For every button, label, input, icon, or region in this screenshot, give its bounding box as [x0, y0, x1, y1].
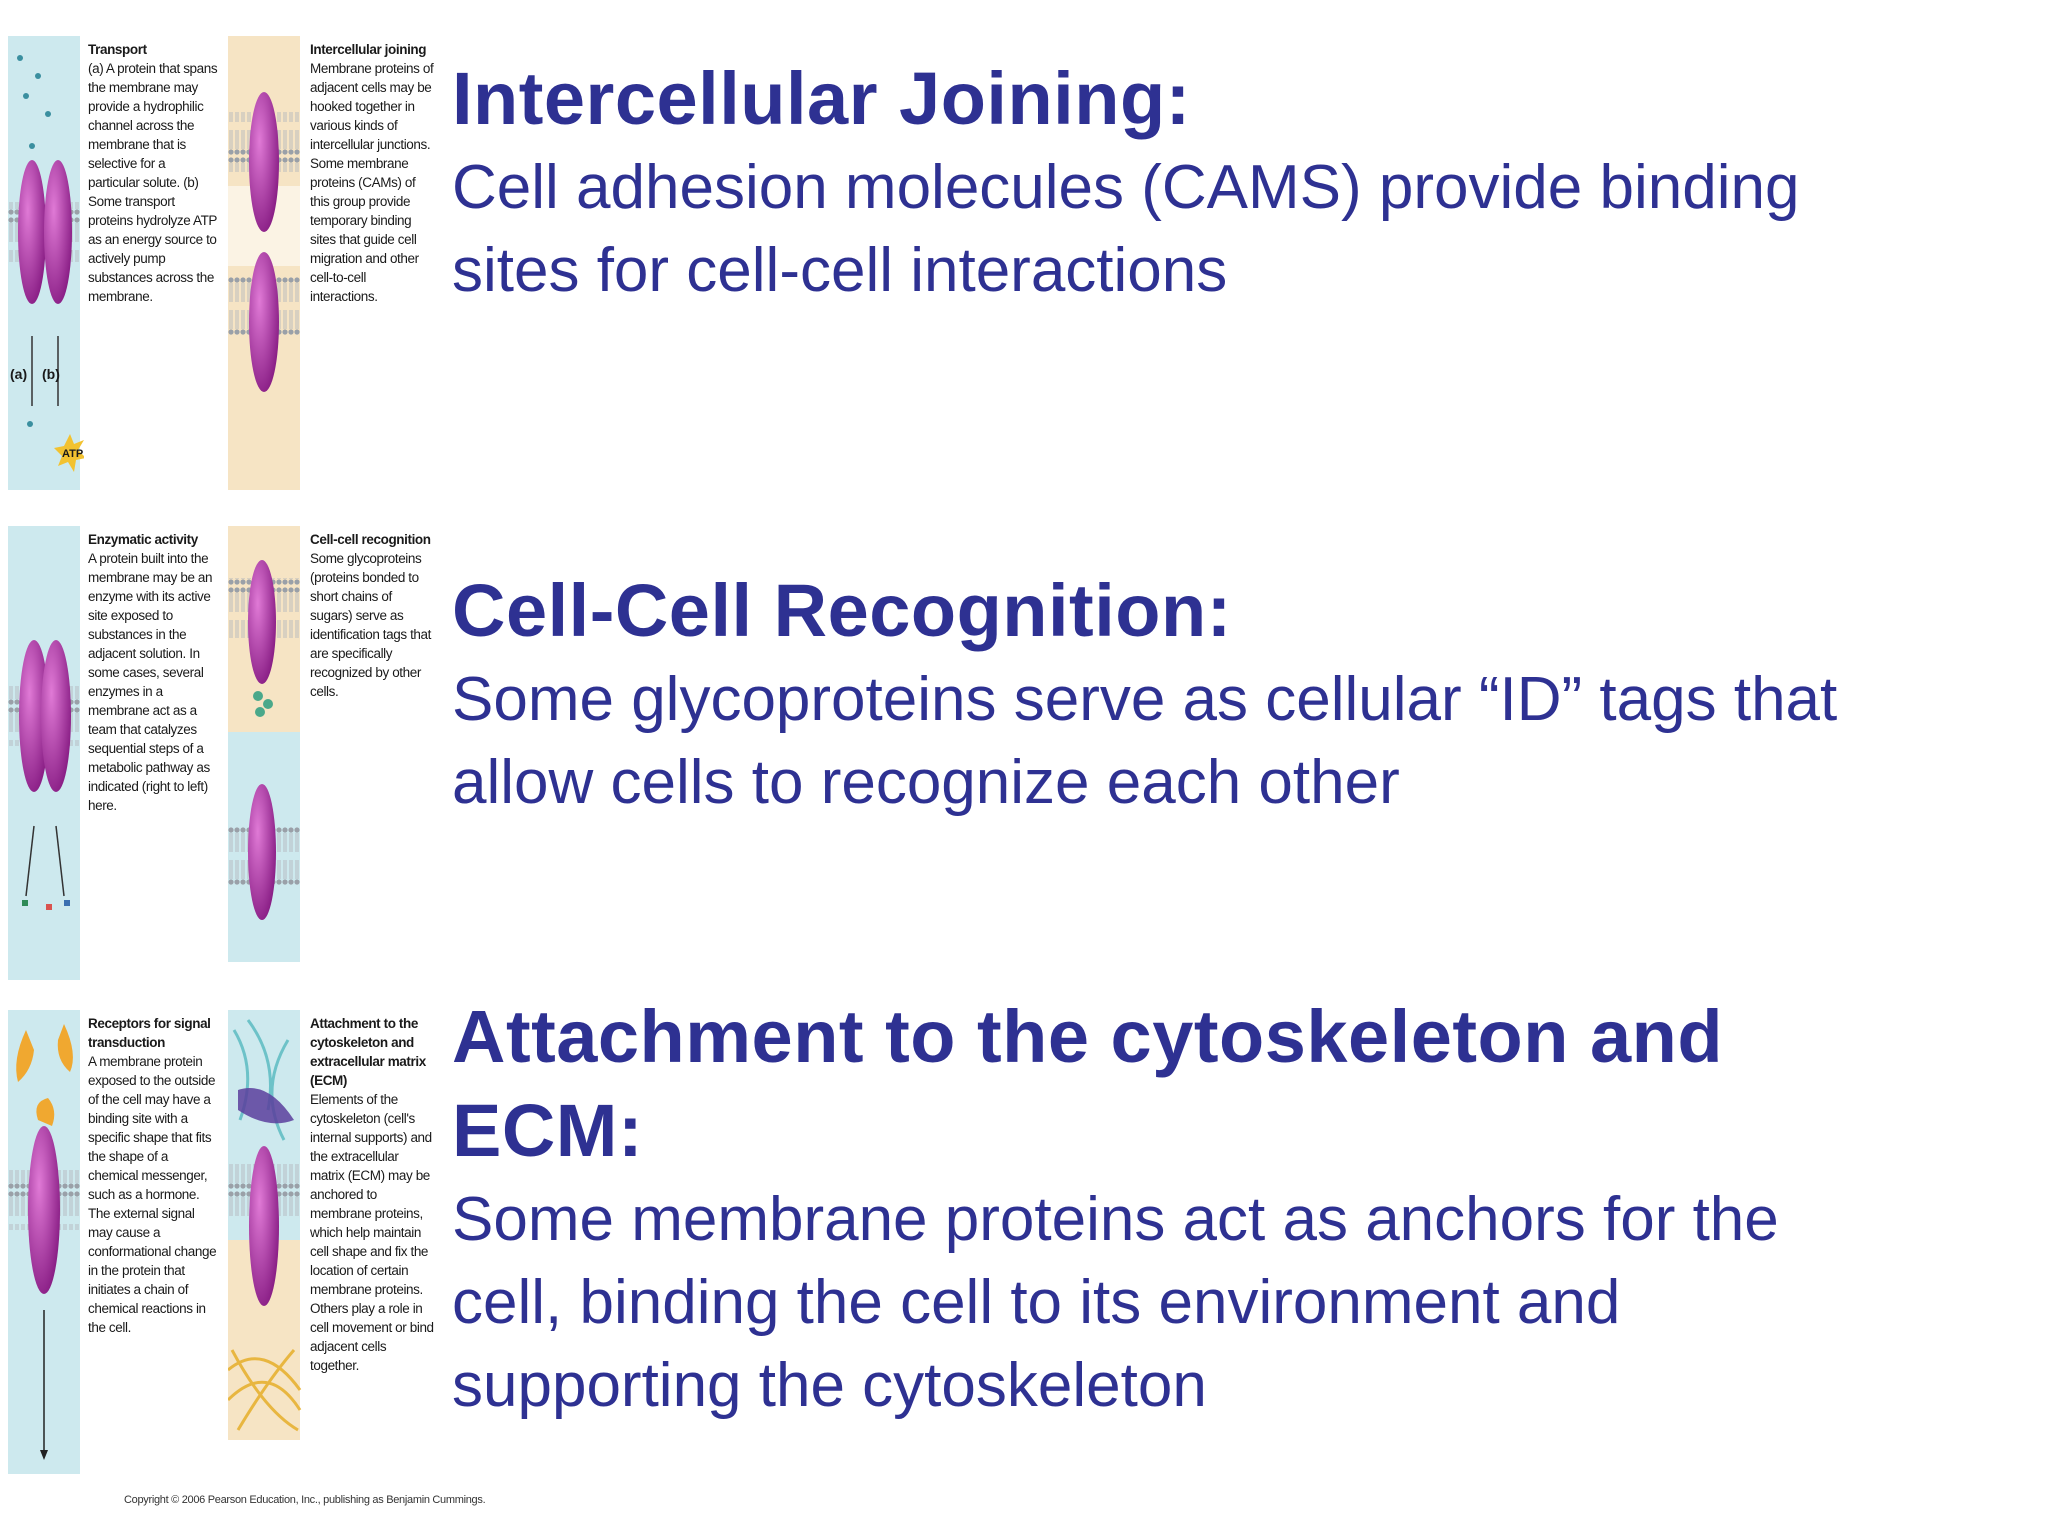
transport-caption: Transport (a) A protein that spans the m…	[88, 40, 220, 306]
figure-panel-enzymatic-activity: Enzymatic activity A protein built into …	[8, 526, 220, 980]
copyright-notice: Copyright © 2006 Pearson Education, Inc.…	[124, 1494, 486, 1506]
cell-cell-recognition-illustration	[228, 526, 300, 962]
label-b: (b)	[42, 366, 60, 382]
section-heading: Attachment to the cytoskeleton and	[452, 995, 1724, 1078]
cell-cell-recognition-title: Cell-cell recognition	[310, 532, 431, 547]
section-body-line: Some membrane proteins act as anchors fo…	[452, 1185, 1779, 1254]
intercellular-joining-caption: Intercellular joining Membrane proteins …	[310, 40, 434, 306]
transport-illustration	[8, 36, 84, 490]
section-body-line: supporting the cytoskeleton	[452, 1351, 1207, 1420]
section-cell-cell-recognition: Cell-Cell Recognition: Some glycoprotein…	[452, 564, 2032, 824]
intercellular-joining-text: Membrane proteins of adjacent cells may …	[310, 61, 434, 304]
section-attachment: Attachment to the cytoskeleton and ECM: …	[452, 990, 2032, 1427]
enzymatic-activity-text: A protein built into the membrane may be…	[88, 551, 213, 813]
receptors-caption: Receptors for signal transduction A memb…	[88, 1014, 220, 1337]
transport-title: Transport	[88, 42, 147, 57]
receptors-illustration	[8, 1010, 80, 1474]
section-body-line: cell, binding the cell to its environmen…	[452, 1268, 1621, 1337]
figure-panel-receptors: Receptors for signal transduction A memb…	[8, 1010, 220, 1474]
section-body-line: Some glycoproteins serve as cellular “ID…	[452, 665, 1838, 734]
attachment-illustration	[228, 1010, 302, 1440]
section-heading: ECM:	[452, 1089, 644, 1172]
atp-label: ATP	[62, 448, 84, 460]
receptors-title: Receptors for signal transduction	[88, 1016, 211, 1050]
cell-cell-recognition-caption: Cell-cell recognition Some glycoproteins…	[310, 530, 434, 701]
attachment-title: Attachment to the cytoskeleton and extra…	[310, 1016, 426, 1088]
figure-panel-transport: (a) (b) ATP Transport (a) A protein that…	[8, 36, 220, 490]
section-body-line: sites for cell-cell interactions	[452, 236, 1228, 305]
intercellular-joining-illustration	[228, 36, 300, 490]
section-body-line: Cell adhesion molecules (CAMS) provide b…	[452, 153, 1800, 222]
enzymatic-activity-illustration	[8, 526, 80, 980]
figure-panel-intercellular-joining: Intercellular joining Membrane proteins …	[228, 36, 434, 490]
figure-panel-cell-cell-recognition: Cell-cell recognition Some glycoproteins…	[228, 526, 434, 962]
intercellular-joining-title: Intercellular joining	[310, 42, 427, 57]
enzymatic-activity-title: Enzymatic activity	[88, 532, 198, 547]
section-heading: Cell-Cell Recognition:	[452, 569, 1232, 652]
receptors-text: A membrane protein exposed to the outsid…	[88, 1054, 217, 1335]
section-heading: Intercellular Joining:	[452, 57, 1191, 140]
label-a: (a)	[10, 366, 28, 382]
section-intercellular-joining: Intercellular Joining: Cell adhesion mol…	[452, 52, 2012, 312]
attachment-caption: Attachment to the cytoskeleton and extra…	[310, 1014, 434, 1375]
attachment-text: Elements of the cytoskeleton (cell's int…	[310, 1092, 434, 1373]
cell-cell-recognition-text: Some glycoproteins (proteins bonded to s…	[310, 551, 431, 699]
transport-text: (a) A protein that spans the membrane ma…	[88, 61, 218, 304]
enzymatic-activity-caption: Enzymatic activity A protein built into …	[88, 530, 220, 815]
figure-panel-attachment: Attachment to the cytoskeleton and extra…	[228, 1010, 434, 1440]
section-body-line: allow cells to recognize each other	[452, 748, 1400, 817]
